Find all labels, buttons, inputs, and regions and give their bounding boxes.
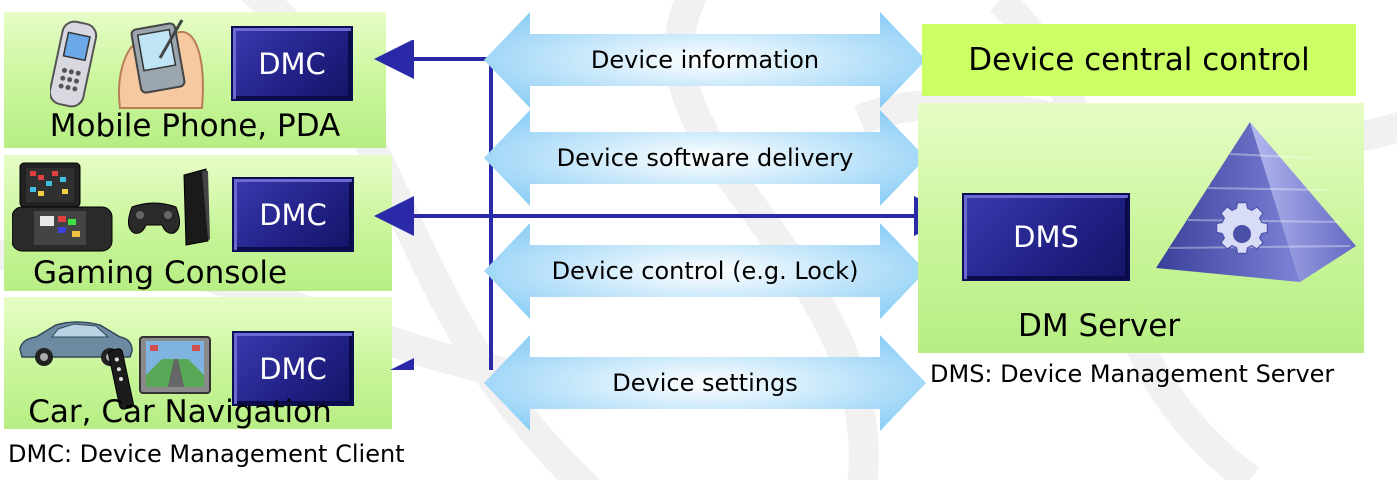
dms-box: DMS xyxy=(962,193,1130,281)
dms-caption: DMS: Device Management Server xyxy=(930,360,1335,388)
server-pyramid-gear-icon xyxy=(1156,122,1356,282)
channel-label: Device information xyxy=(590,46,820,74)
dmc-box: DMC xyxy=(231,26,353,101)
gamepad-icon xyxy=(128,202,180,234)
navigation-screen-icon xyxy=(139,336,211,394)
channel-arrow-software: Device software delivery xyxy=(484,110,926,206)
client-panel-mobile: DMC Mobile Phone, PDA xyxy=(4,12,386,148)
mobile-phone-icon xyxy=(50,20,98,108)
channel-label: Device software delivery xyxy=(556,144,854,172)
handheld-console-icon xyxy=(12,162,113,252)
channel-arrow-information: Device information xyxy=(484,12,926,108)
connector-lines xyxy=(374,40,954,370)
channel-label: Device control (e.g. Lock) xyxy=(551,257,859,285)
remote-icon xyxy=(108,348,134,410)
pda-icon xyxy=(118,19,204,109)
game-console-icon xyxy=(183,168,210,246)
central-control-label: Device central control xyxy=(922,24,1356,96)
client-panel-car: DMC Car, Car Navigation xyxy=(4,297,392,430)
client-label: Mobile Phone, PDA xyxy=(49,108,341,144)
client-label: Gaming Console xyxy=(32,255,288,291)
car-icon xyxy=(19,321,133,366)
dmc-caption: DMC: Device Management Client xyxy=(8,440,405,468)
server-label: DM Server xyxy=(1018,308,1181,344)
channel-label: Device settings xyxy=(612,369,798,397)
client-panel-gaming: DMC Gaming Console xyxy=(4,155,392,291)
dmc-box: DMC xyxy=(232,177,354,252)
client-label: Car, Car Navigation xyxy=(28,394,332,430)
channel-arrow-settings: Device settings xyxy=(484,335,926,431)
channel-arrow-control: Device control (e.g. Lock) xyxy=(484,223,926,319)
dmc-box: DMC xyxy=(232,331,354,406)
